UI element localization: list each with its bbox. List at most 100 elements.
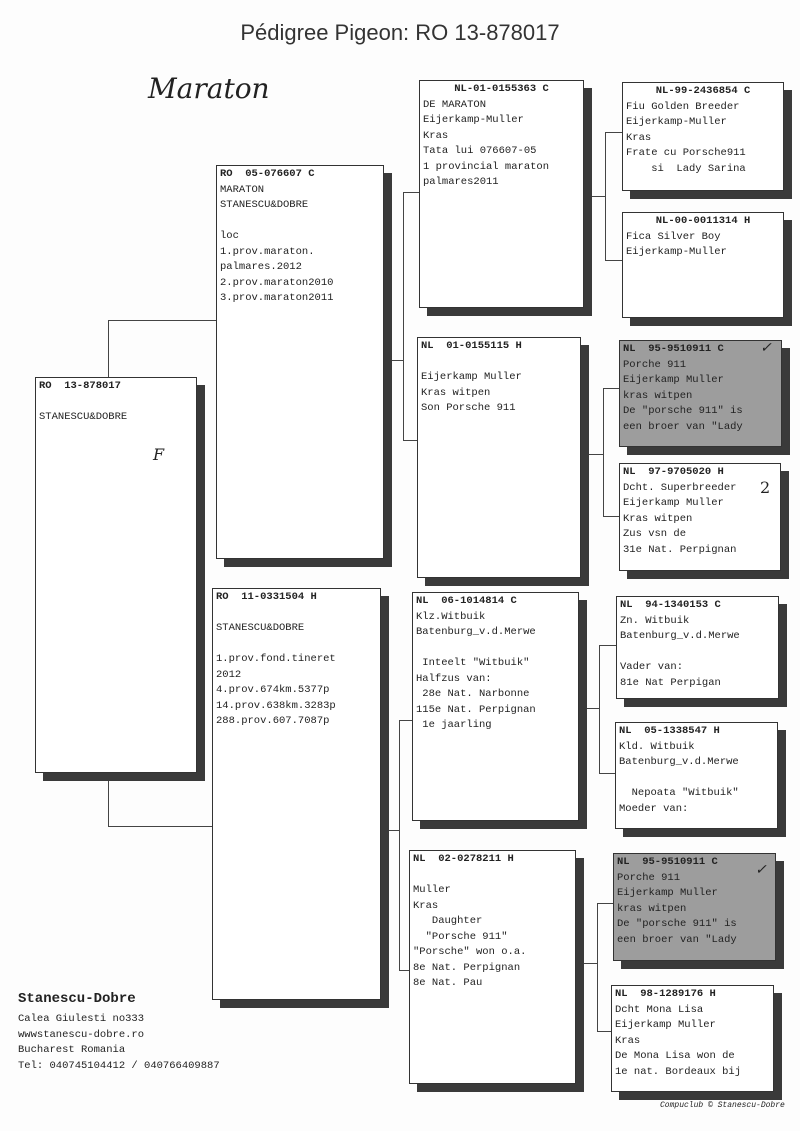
card-line: Kras bbox=[423, 129, 449, 142]
pigeon-card-grandsire-paternal[interactable]: NL-01-0155363 C DE MARATON Eijerkamp-Mul… bbox=[419, 80, 584, 308]
ring-number: RO 05-076607 C bbox=[220, 168, 315, 180]
ring-number: NL 98-1289176 H bbox=[615, 988, 716, 1000]
card-line: Fiu Golden Breeder bbox=[626, 100, 740, 113]
connector bbox=[399, 970, 409, 971]
pigeon-card-granddam-paternal[interactable]: NL 01-0155115 H Eijerkamp Muller Kras wi… bbox=[417, 337, 581, 578]
connector bbox=[599, 645, 622, 646]
connector bbox=[603, 516, 622, 517]
connector bbox=[403, 440, 417, 441]
card-line: Dcht. Superbreeder bbox=[623, 481, 737, 494]
ring-number: NL-99-2436854 C bbox=[655, 85, 751, 97]
breeder-contact: Calea Giulesti no333 wwwstanescu-dobre.r… bbox=[18, 1012, 220, 1074]
connector bbox=[599, 645, 600, 773]
handwritten-check-mark: ✓ bbox=[755, 862, 767, 878]
pigeon-card-gen4-2[interactable]: NL-00-0011314 H Fica Silver Boy Eijerkam… bbox=[622, 212, 784, 318]
card-line: Eijerkamp Muller bbox=[617, 887, 718, 899]
card-line: 2.prov.maraton2010 bbox=[220, 276, 334, 289]
card-line: Vader van: bbox=[620, 661, 684, 673]
card-line: Batenburg_v.d.Merwe bbox=[620, 630, 740, 642]
handwritten-number-mark: 2 bbox=[760, 478, 771, 497]
card-line: STANESCU&DOBRE bbox=[220, 199, 309, 211]
card-line: Tata lui 076607-05 bbox=[423, 145, 537, 157]
connector bbox=[605, 260, 622, 261]
card-line: 31e Nat. Perpignan bbox=[623, 543, 737, 556]
pigeon-card-subject[interactable]: RO 13-878017 STANESCU&DOBRE bbox=[35, 377, 197, 773]
pigeon-card-gen4-6[interactable]: NL 05-1338547 H Kld. Witbuik Batenburg_v… bbox=[615, 722, 778, 829]
pigeon-card-gen4-5[interactable]: NL 94-1340153 C Zn. Witbuik Batenburg_v.… bbox=[616, 596, 779, 699]
connector bbox=[599, 773, 615, 774]
card-line: Muller bbox=[413, 884, 451, 896]
card-line: Porche 911 bbox=[617, 871, 681, 884]
ring-number: NL 06-1014814 C bbox=[416, 595, 517, 607]
card-line: Batenburg_v.d.Merwe bbox=[619, 756, 739, 768]
card-line: 115e Nat. Perpignan bbox=[416, 703, 536, 716]
city: Bucharest Romania bbox=[18, 1044, 126, 1056]
handwritten-sex-mark: F bbox=[153, 445, 165, 464]
connector bbox=[590, 196, 605, 197]
card-line: Nepoata "Witbuik" bbox=[619, 787, 739, 799]
card-line: Zus vsn de bbox=[623, 528, 687, 540]
card-line: Eijerkamp-Muller bbox=[626, 116, 727, 128]
card-line bbox=[216, 637, 377, 653]
card-line: DE MARATON bbox=[423, 98, 487, 111]
pigeon-card-dam[interactable]: RO 11-0331504 H STANESCU&DOBRE 1.prov.fo… bbox=[212, 588, 381, 1000]
connector bbox=[403, 192, 404, 440]
connector bbox=[388, 830, 399, 831]
card-line bbox=[421, 355, 577, 371]
pigeon-card-grandsire-maternal[interactable]: NL 06-1014814 C Klz.Witbuik Batenburg_v.… bbox=[412, 592, 579, 821]
card-line: Inteelt "Witbuik" bbox=[416, 657, 530, 669]
pigeon-card-gen4-4[interactable]: NL 97-9705020 H Dcht. Superbreeder Eijer… bbox=[619, 463, 781, 571]
ring-number: NL 95-9510911 C bbox=[617, 856, 718, 868]
pigeon-card-sire[interactable]: RO 05-076607 C MARATON STANESCU&DOBRE lo… bbox=[216, 165, 384, 559]
card-line: 2012 bbox=[216, 668, 242, 681]
card-line: Eijerkamp-Muller bbox=[626, 246, 727, 258]
ring-number: NL 05-1338547 H bbox=[619, 725, 720, 737]
card-line: "Porsche" won o.a. bbox=[413, 946, 527, 958]
connector bbox=[605, 132, 606, 260]
card-line: Kras bbox=[615, 1034, 641, 1047]
card-line: 1e nat. Bordeaux bij bbox=[615, 1065, 742, 1078]
ring-number: RO 11-0331504 H bbox=[216, 591, 317, 603]
ring-number: NL 02-0278211 H bbox=[413, 853, 514, 865]
card-line: STANESCU&DOBRE bbox=[39, 411, 128, 423]
connector bbox=[605, 132, 622, 133]
card-line bbox=[620, 645, 775, 661]
software-credit: Compuclub © Stanescu-Dobre bbox=[660, 1101, 785, 1110]
card-line: Kras witpen bbox=[421, 386, 491, 399]
connector bbox=[583, 963, 597, 964]
card-line: 8e Nat. Pau bbox=[413, 977, 483, 989]
card-line bbox=[619, 771, 774, 787]
card-line: Halfzus van: bbox=[416, 672, 492, 685]
card-line: Kras witpen bbox=[623, 512, 693, 525]
breeder-name: Stanescu-Dobre bbox=[18, 991, 136, 1007]
card-line: Zn. Witbuik bbox=[620, 614, 690, 627]
card-line: 3.prov.maraton2011 bbox=[220, 292, 334, 304]
card-line: Eijerkamp Muller bbox=[421, 371, 522, 383]
connector bbox=[403, 192, 419, 193]
card-line: si Lady Sarina bbox=[626, 162, 746, 175]
card-line: 4.prov.674km.5377p bbox=[216, 684, 330, 696]
phone: Tel: 040745104412 / 040766409887 bbox=[18, 1059, 220, 1072]
card-line bbox=[216, 606, 377, 622]
ring-number: NL 94-1340153 C bbox=[620, 599, 721, 611]
pigeon-card-gen4-1[interactable]: NL-99-2436854 C Fiu Golden Breeder Eijer… bbox=[622, 82, 784, 191]
card-line bbox=[220, 214, 380, 230]
connector bbox=[597, 1031, 611, 1032]
pigeon-card-gen4-7[interactable]: NL 95-9510911 C Porche 911 Eijerkamp Mul… bbox=[613, 853, 776, 961]
handwritten-note: Maraton bbox=[148, 72, 270, 105]
pigeon-card-gen4-3[interactable]: NL 95-9510911 C Porche 911 Eijerkamp Mul… bbox=[619, 340, 782, 447]
connector bbox=[586, 708, 599, 709]
pigeon-card-granddam-maternal[interactable]: NL 02-0278211 H Muller Kras Daughter "Po… bbox=[409, 850, 576, 1084]
card-line: palmares.2012 bbox=[220, 261, 302, 273]
card-line: Eijerkamp-Muller bbox=[423, 114, 524, 126]
connector bbox=[588, 454, 603, 455]
card-line: 81e Nat Perpigan bbox=[620, 676, 721, 689]
ring-number: NL-01-0155363 C bbox=[454, 83, 549, 95]
card-line: STANESCU&DOBRE bbox=[216, 622, 305, 634]
pigeon-card-gen4-8[interactable]: NL 98-1289176 H Dcht Mona Lisa Eijerkamp… bbox=[611, 985, 774, 1092]
ring-number: NL 95-9510911 C bbox=[623, 343, 724, 355]
card-line: MARATON bbox=[220, 183, 265, 196]
connector bbox=[597, 903, 614, 904]
card-line: 28e Nat. Narbonne bbox=[416, 688, 530, 700]
